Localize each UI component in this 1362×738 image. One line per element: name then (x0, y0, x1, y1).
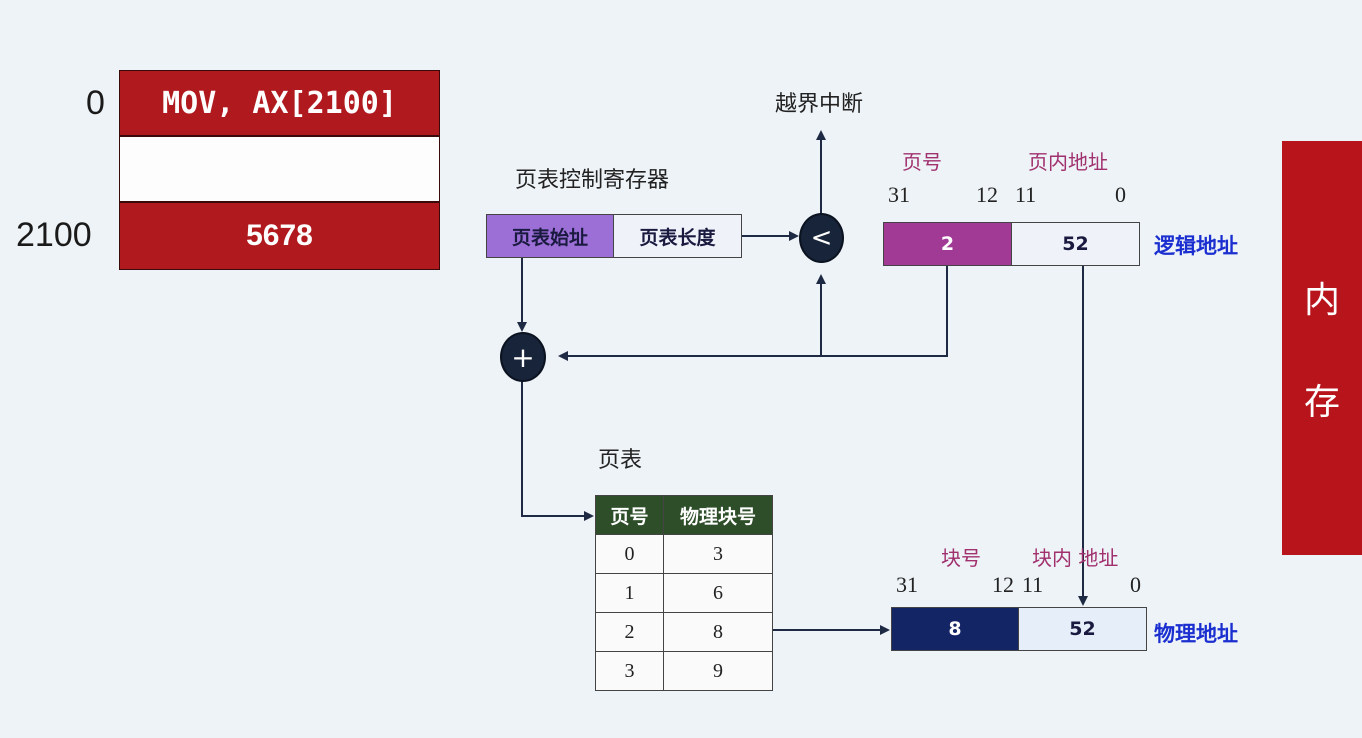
compare-operator: < (799, 213, 844, 263)
table-cell-frame: 8 (663, 612, 773, 652)
memory-side-panel: 内 存 (1282, 141, 1362, 555)
memory-value-cell: 5678 (119, 202, 440, 270)
physical-bit-11: 11 (1022, 572, 1044, 597)
physical-block-header: 块号 (941, 546, 981, 570)
physical-bit-31: 31 (896, 572, 918, 597)
memory-empty-cell (119, 136, 440, 202)
page-table-header-row: 页号 物理块号 (595, 495, 773, 535)
adder-operator: + (500, 332, 546, 382)
line-page-number (558, 265, 948, 361)
physical-address-label: 物理地址 (1154, 622, 1238, 646)
logical-bit-11: 11 (1015, 182, 1037, 207)
side-panel-char-2: 存 (1303, 382, 1340, 423)
table-cell-frame: 6 (663, 573, 773, 613)
page-table-col-frame: 物理块号 (663, 495, 773, 535)
side-panel-char-1: 内 (1303, 280, 1340, 321)
table-cell-page: 2 (595, 612, 664, 652)
table-row: 2 8 (595, 612, 773, 652)
table-row: 3 9 (595, 651, 773, 691)
table-row: 1 6 (595, 573, 773, 613)
table-length-cell: 页表长度 (613, 214, 742, 258)
logical-bit-0: 0 (1115, 182, 1126, 207)
logical-address-label: 逻辑地址 (1154, 234, 1238, 258)
control-register-title: 页表控制寄存器 (515, 168, 670, 193)
table-cell-page: 0 (595, 534, 664, 574)
arrow-adder-to-table (521, 380, 594, 521)
logical-offset-header: 页内地址 (1028, 150, 1108, 174)
physical-block-cell: 8 (891, 607, 1019, 651)
logical-offset-cell: 52 (1011, 222, 1140, 266)
logical-bit-12: 12 (976, 182, 998, 207)
logical-page-header: 页号 (902, 150, 942, 174)
table-cell-page: 3 (595, 651, 664, 691)
logical-bit-31: 31 (888, 182, 910, 207)
interrupt-label: 越界中断 (775, 92, 864, 117)
table-cell-frame: 9 (663, 651, 773, 691)
table-base-cell: 页表始址 (486, 214, 614, 258)
table-cell-page: 1 (595, 573, 664, 613)
physical-bit-12: 12 (992, 572, 1014, 597)
memory-address-2100: 2100 (16, 216, 92, 254)
memory-address-0: 0 (86, 84, 105, 122)
physical-bit-0: 0 (1130, 572, 1141, 597)
table-row: 0 3 (595, 534, 773, 574)
physical-offset-cell: 52 (1018, 607, 1147, 651)
page-table: 页号 物理块号 0 3 1 6 2 8 3 9 (595, 495, 773, 691)
physical-offset-header: 块内 地址 (1032, 546, 1119, 570)
page-table-col-page: 页号 (595, 495, 664, 535)
memory-instruction-cell: MOV, AX[2100] (119, 70, 440, 136)
logical-page-cell: 2 (883, 222, 1012, 266)
table-cell-frame: 3 (663, 534, 773, 574)
page-table-title: 页表 (598, 448, 643, 473)
